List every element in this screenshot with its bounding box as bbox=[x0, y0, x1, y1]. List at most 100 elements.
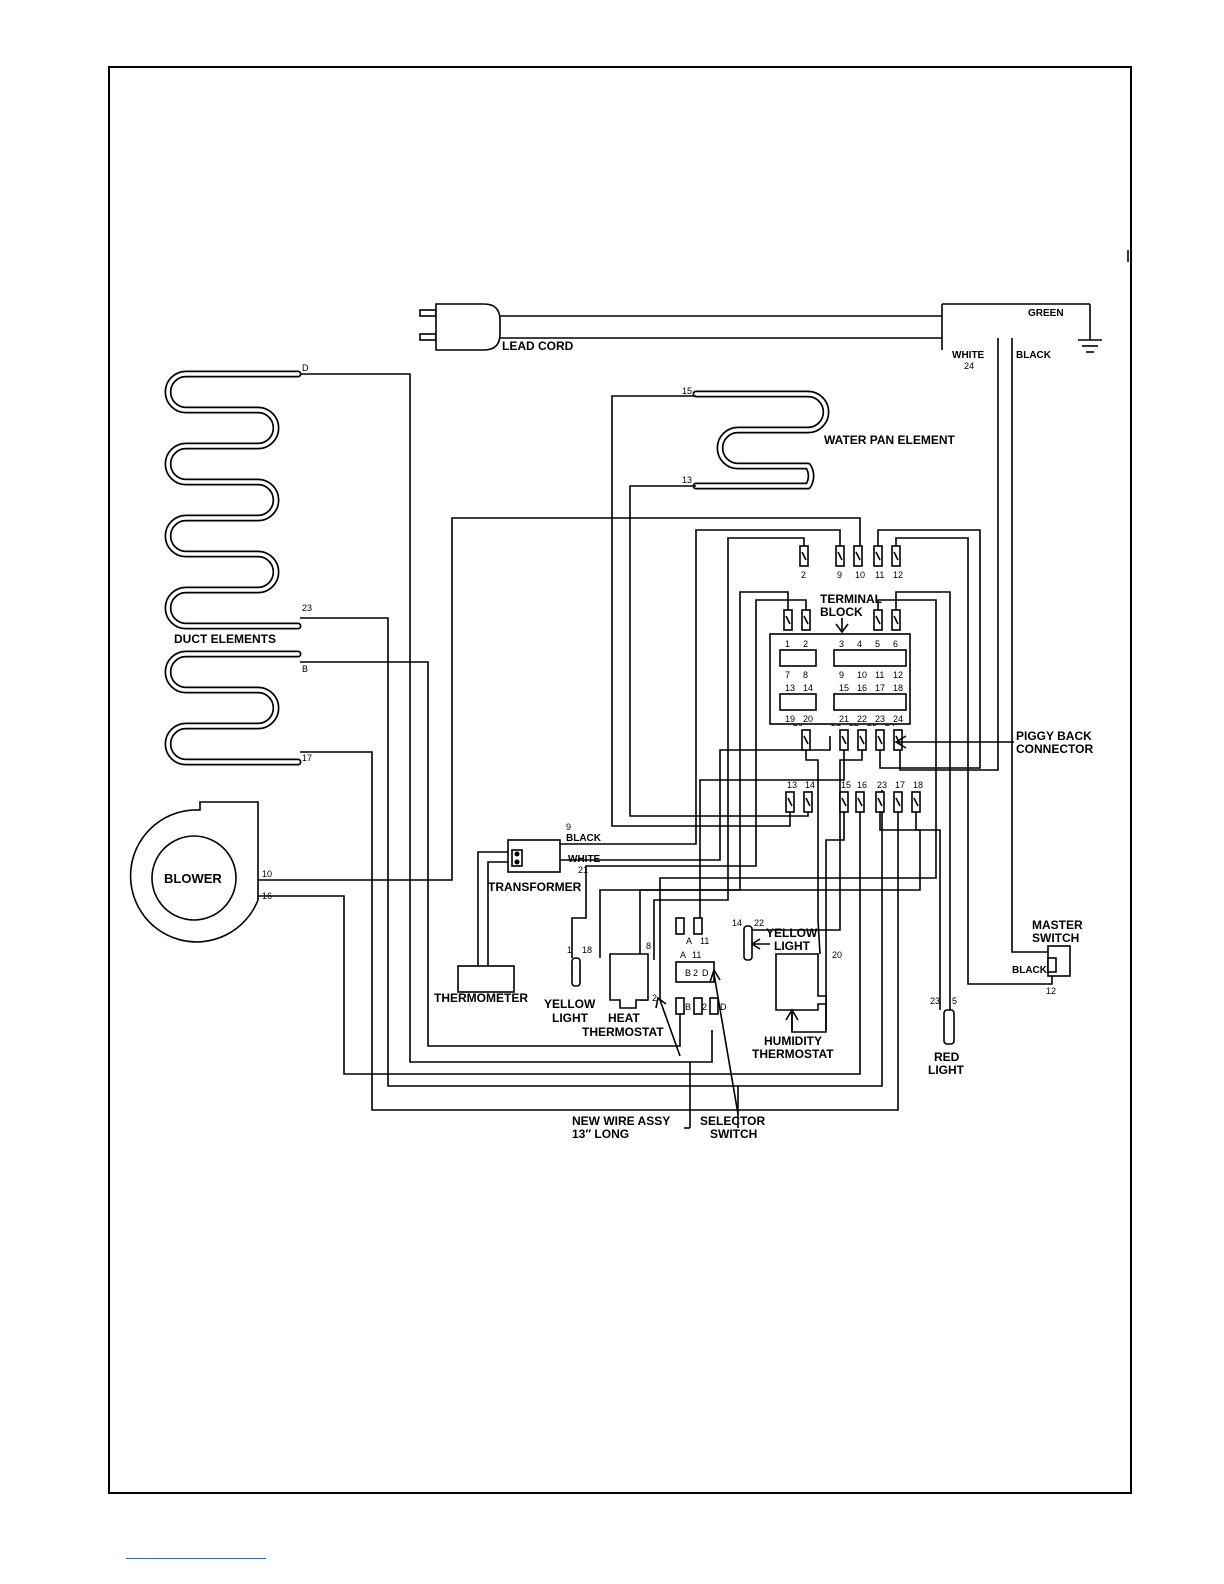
block-terminal-label: 24 bbox=[893, 714, 903, 724]
connector-bottom-connectors-3: 16 bbox=[855, 780, 867, 813]
block-terminal-label: 16 bbox=[857, 683, 867, 693]
transformer-label: TRANSFORMER bbox=[488, 880, 582, 894]
lead-cord-label: LEAD CORD bbox=[502, 339, 574, 353]
selector-label: SELECTOR bbox=[700, 1114, 765, 1128]
connector-top-connectors-3: 11 bbox=[873, 545, 884, 580]
switch-label: SWITCH bbox=[1032, 931, 1079, 945]
terminal-label: TERMINAL bbox=[820, 592, 882, 606]
wire-tag-16: 16 bbox=[262, 891, 272, 901]
piggy-back-label: PIGGY BACK bbox=[1016, 729, 1092, 743]
wiring-harness bbox=[258, 338, 1053, 1128]
connector-top-connectors-1: 9 bbox=[835, 545, 845, 580]
master-switch bbox=[1047, 945, 1071, 977]
wire-tag-23: 23 bbox=[302, 603, 312, 613]
connector-top-connectors-2: 10 bbox=[853, 545, 865, 580]
block-terminal-label: 15 bbox=[839, 683, 849, 693]
selector-face-11: 11 bbox=[692, 950, 701, 960]
connector-bottom-connectors-1: 14 bbox=[803, 780, 815, 813]
wire-tag-9: 9 bbox=[566, 822, 571, 832]
humidity-thermostat bbox=[775, 953, 827, 1011]
black-wire-label: BLACK bbox=[1016, 350, 1052, 361]
master-black-label: BLACK bbox=[1012, 965, 1048, 976]
block-terminal-label: 21 bbox=[839, 714, 849, 724]
wire-tag-12: 12 bbox=[1046, 986, 1056, 996]
block-terminal-label: 17 bbox=[875, 683, 885, 693]
wire-tag-14: 14 bbox=[732, 918, 742, 928]
block-terminal-label: 7 bbox=[785, 670, 790, 680]
lead-cord: LEAD CORD GREEN WHITE 24 BLACK bbox=[419, 303, 1102, 371]
footer-link-line bbox=[126, 1558, 266, 1559]
humidity-label: HUMIDITY bbox=[764, 1034, 822, 1048]
terminal-label: 10 bbox=[855, 570, 865, 580]
yellow-light-left-label-2: LIGHT bbox=[552, 1011, 589, 1025]
piggy-back-arrow-icon bbox=[894, 735, 1014, 749]
yellow-light-arrow-icon bbox=[750, 938, 770, 950]
humidity-arrow-icon bbox=[785, 1008, 799, 1030]
block-terminal-label: 2 bbox=[803, 639, 808, 649]
master-label: MASTER bbox=[1032, 918, 1083, 932]
terminal-label: 9 bbox=[837, 570, 842, 580]
wire-tag-b: B bbox=[302, 664, 308, 674]
thermometer bbox=[457, 965, 515, 993]
selector-tag-a: A bbox=[686, 936, 692, 946]
wire-tag-18: 18 bbox=[582, 945, 592, 955]
heat-label: HEAT bbox=[608, 1011, 640, 1025]
connector-bottom-connectors-2: 15 bbox=[839, 780, 851, 813]
terminal-block-arrow-icon bbox=[835, 618, 849, 634]
water-pan-element bbox=[692, 390, 830, 490]
blower: BLOWER bbox=[129, 801, 259, 943]
selector-face-a: A bbox=[680, 950, 686, 960]
duct-element-upper bbox=[164, 370, 302, 630]
block-terminal-label: 14 bbox=[803, 683, 813, 693]
duct-elements-label: DUCT ELEMENTS bbox=[174, 632, 276, 646]
yellow-light-left bbox=[571, 957, 581, 987]
plug-prong-bottom bbox=[419, 333, 437, 341]
selector-face-d: D bbox=[702, 968, 709, 978]
block-terminal-label: 4 bbox=[857, 639, 862, 649]
wire-tag-21: 21 bbox=[578, 865, 588, 875]
block-terminal-label: 11 bbox=[875, 670, 884, 680]
block-terminal-label: 22 bbox=[857, 714, 867, 724]
selector-switch-label: SWITCH bbox=[710, 1127, 757, 1141]
terminal-label: 16 bbox=[857, 780, 867, 790]
blower-fan bbox=[151, 835, 237, 921]
transformer-white-label: WHITE bbox=[568, 854, 601, 865]
block-terminal-label: 9 bbox=[839, 670, 844, 680]
white-wire-number: 24 bbox=[964, 361, 974, 371]
wire-tag-22: 22 bbox=[754, 918, 764, 928]
connector-top-connectors-4: 12 bbox=[891, 545, 903, 580]
new-wire-length-label: 13″ LONG bbox=[572, 1127, 629, 1141]
terminal-label: 17 bbox=[895, 780, 905, 790]
blower-label: BLOWER bbox=[164, 871, 222, 886]
selector-tag-b: B bbox=[685, 1002, 691, 1012]
block-terminal-label: 23 bbox=[875, 714, 885, 724]
block-terminal-label: 5 bbox=[875, 639, 880, 649]
block-terminal-label: 13 bbox=[785, 683, 795, 693]
block-terminal-label: 12 bbox=[893, 670, 903, 680]
water-pan-element-label: WATER PAN ELEMENT bbox=[824, 433, 956, 447]
connector-top-connectors-0: 2 bbox=[799, 545, 809, 580]
selector-face-b: B bbox=[685, 968, 691, 978]
terminal-label: 15 bbox=[841, 780, 851, 790]
wire-tag-10: 10 bbox=[262, 869, 272, 879]
connector-bottom-connectors-4: 23 bbox=[875, 780, 887, 813]
heat-thermostat-arrow-icon bbox=[655, 996, 681, 1057]
wire-tag-15: 15 bbox=[682, 386, 692, 396]
yellow-light-right-label-2: LIGHT bbox=[774, 939, 811, 953]
thermometer-label: THERMOMETER bbox=[434, 991, 528, 1005]
wire-tag-5: 5 bbox=[952, 996, 957, 1006]
wire-tag-8: 8 bbox=[646, 941, 651, 951]
red-light bbox=[943, 1009, 955, 1045]
selector-tag-d: D bbox=[720, 1002, 727, 1012]
connector-bottom-connectors-6: 18 bbox=[911, 780, 923, 813]
transformer bbox=[507, 839, 561, 873]
block-terminal-label: 8 bbox=[803, 670, 808, 680]
yellow-light-right-label: YELLOW bbox=[766, 926, 818, 940]
thermometer-body bbox=[457, 965, 515, 993]
block-terminal-label: 18 bbox=[893, 683, 903, 693]
block-label: BLOCK bbox=[820, 605, 863, 619]
wire-tag-13: 13 bbox=[682, 475, 692, 485]
